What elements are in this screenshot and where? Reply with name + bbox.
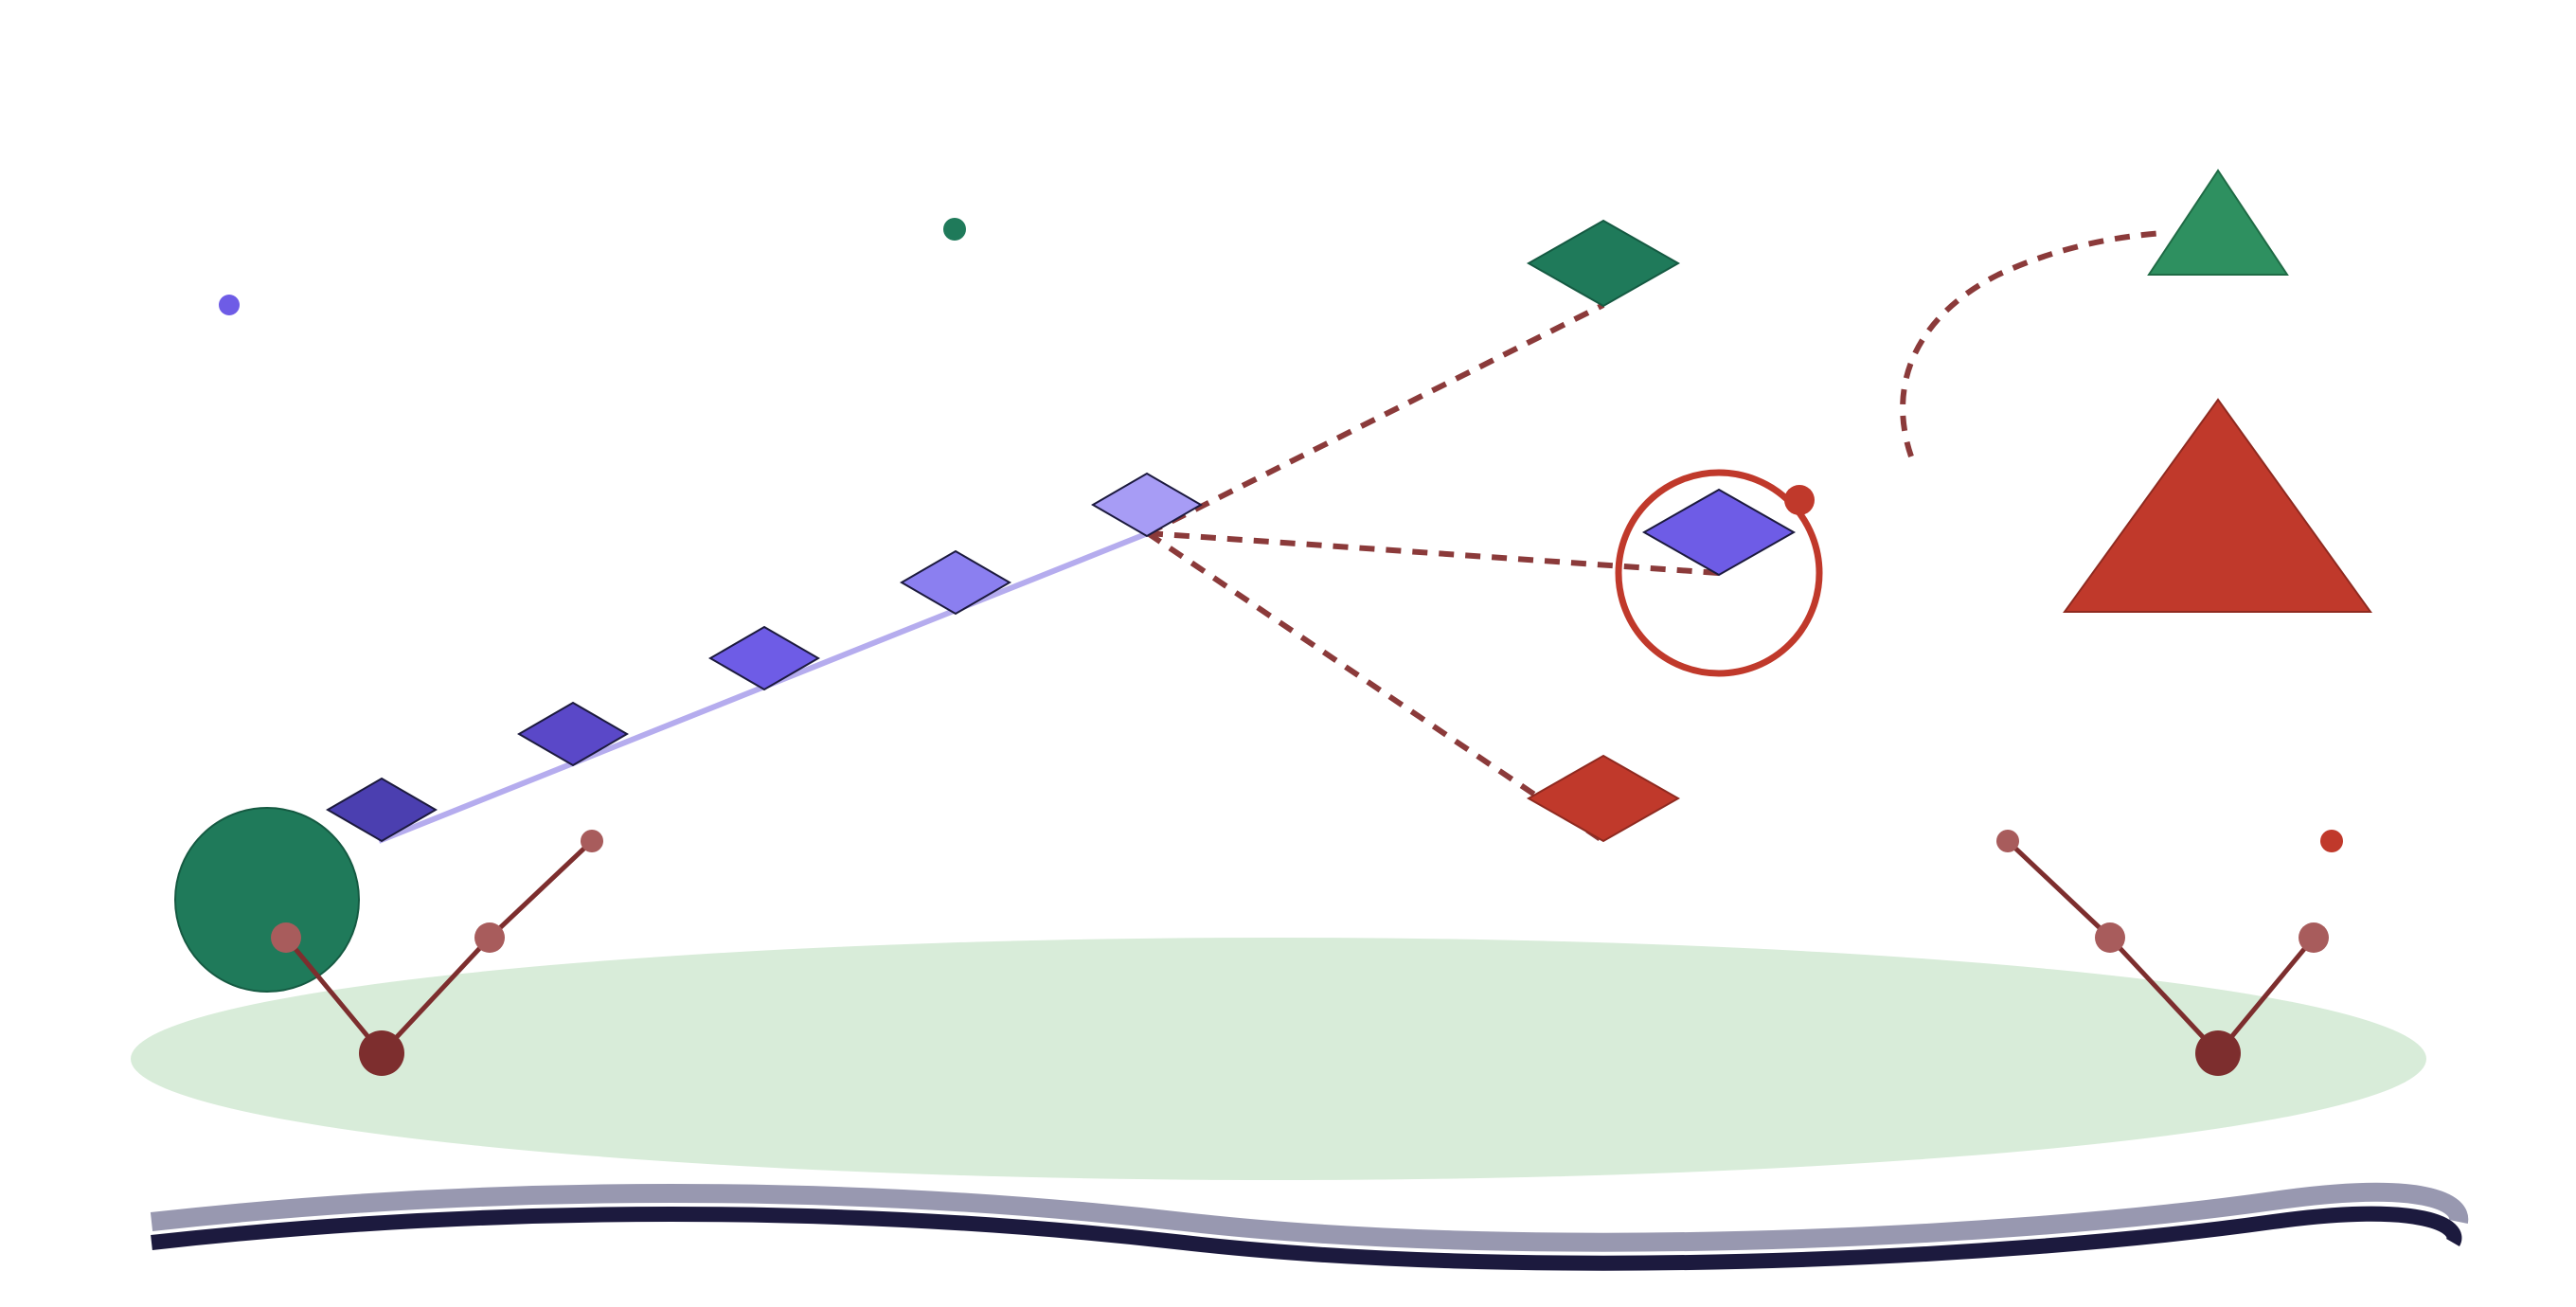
linkage-left-arm-b	[380, 936, 492, 1055]
diamond-pivot	[1091, 472, 1203, 538]
dashed-link-to-ring	[1147, 530, 1720, 576]
diamond-violet-target	[1641, 488, 1797, 577]
dot-red	[2320, 830, 2343, 852]
diamond-trail-3	[708, 625, 820, 691]
diamond-trail-4	[900, 549, 1011, 616]
triangle-green	[2147, 169, 2289, 276]
linkage-right-joint-b	[2095, 922, 2125, 953]
green-circle	[174, 807, 360, 993]
wave-dark	[151, 1206, 2462, 1271]
ground-ellipse	[131, 938, 2426, 1180]
linkage-right-arm-c	[2006, 839, 2112, 940]
linkage-right-tip	[1996, 830, 2019, 852]
linkage-right-base	[2195, 1030, 2241, 1076]
linkage-left	[271, 830, 603, 1076]
dot-violet	[219, 295, 240, 315]
ring-handle	[1784, 485, 1815, 515]
dashed-arc	[1900, 230, 2165, 457]
linkage-right-arm-a	[2216, 936, 2316, 1055]
linkage-left-tip	[581, 830, 603, 852]
linkage-right-arm-b	[2108, 936, 2220, 1055]
linkage-right-joint-a	[2299, 922, 2329, 953]
linkage-left-joint-a	[271, 922, 301, 953]
linkage-left-joint-b	[474, 922, 505, 953]
linkage-left-arm-a	[284, 936, 384, 1055]
diamond-red-target	[1526, 754, 1681, 843]
linkage-left-arm-c	[488, 839, 594, 940]
target-ring	[1615, 469, 1823, 677]
diamond-trail-2	[517, 701, 629, 767]
dot-green	[943, 218, 966, 241]
diamond-trail-1	[326, 777, 438, 843]
triangle-red	[2063, 398, 2372, 613]
diamond-green-target	[1526, 219, 1681, 308]
dashed-link-to-red-diamond	[1146, 530, 1605, 844]
wave-light	[150, 1182, 2469, 1252]
dashed-link-to-green-diamond	[1146, 302, 1605, 536]
linkage-left-base	[359, 1030, 404, 1076]
linkage-right	[1996, 830, 2329, 1076]
